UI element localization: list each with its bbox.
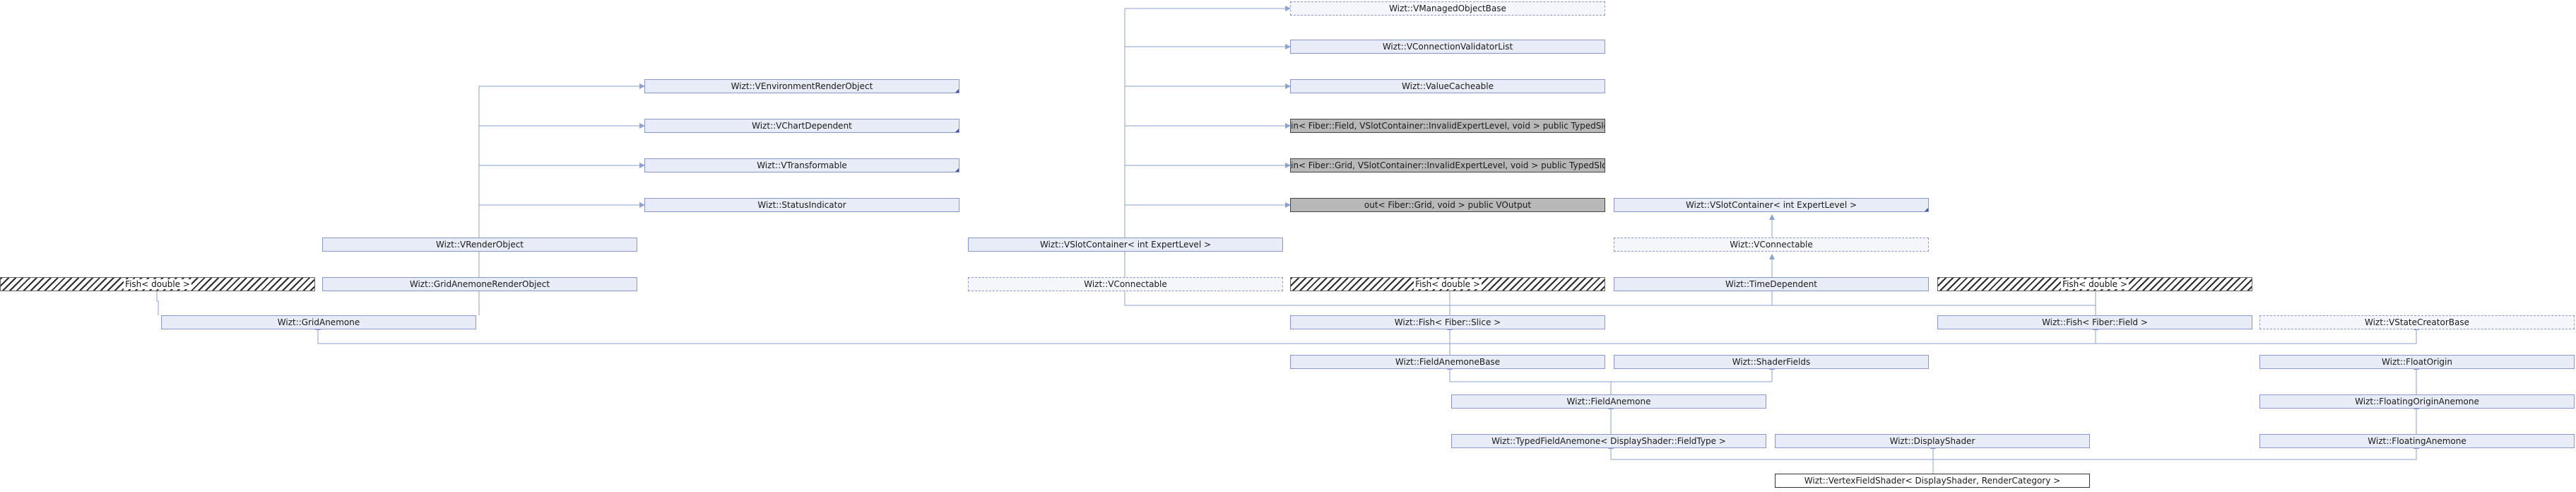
- edge-gridanemone-to-fish1: [154, 285, 160, 315]
- class-node-managedobjectbase[interactable]: Wizt::VManagedObjectBase: [1290, 1, 1605, 16]
- class-node-label: Wizt::TypedFieldAnemone< DisplayShader::…: [1491, 436, 1726, 446]
- class-node-shaderfields[interactable]: Wizt::ShaderFields: [1614, 355, 1929, 369]
- class-node-label: Wizt::Fish< Fiber::Field >: [2042, 317, 2148, 327]
- class-node-fish-double-3[interactable]: Fish< double >: [1937, 277, 2252, 291]
- class-node-label: Wizt::VConnectable: [1730, 240, 1813, 250]
- class-node-label: Wizt::GridAnemoneRenderObject: [409, 279, 550, 289]
- class-node-label: Wizt::VChartDependent: [752, 121, 852, 131]
- class-node-label: Wizt::GridAnemone: [277, 317, 360, 327]
- class-node-slotcontainer-left[interactable]: Wizt::VSlotContainer< int ExpertLevel >: [968, 238, 1283, 252]
- class-node-timedependent[interactable]: Wizt::TimeDependent: [1614, 277, 1929, 291]
- class-node-label: Fish< double >: [2061, 279, 2129, 289]
- class-node-gridanemonerenderobject[interactable]: Wizt::GridAnemoneRenderObject: [322, 277, 637, 291]
- edge-fieldanemone-to-shaderfields: [1611, 364, 1775, 382]
- truncated-corner-icon: [955, 89, 959, 93]
- class-node-label: Wizt::FieldAnemoneBase: [1395, 357, 1501, 367]
- class-node-label: in< Fiber::Field, VSlotContainer::Invali…: [1291, 121, 1605, 131]
- class-node-label: Wizt::ShaderFields: [1732, 357, 1811, 367]
- class-node-label: Wizt::VTransformable: [757, 160, 847, 170]
- class-node-statecreatorbase[interactable]: Wizt::VStateCreatorBase: [2259, 315, 2575, 329]
- class-node-label: Fish< double >: [1414, 279, 1482, 289]
- class-node-label: Wizt::StatusIndicator: [757, 200, 846, 210]
- edge-vfs-to-floatinganemone: [1933, 443, 2419, 460]
- class-node-label: Fish< double >: [124, 279, 191, 289]
- class-node-floatorigin[interactable]: Wizt::FloatOrigin: [2259, 355, 2575, 369]
- class-node-in-field-typedslot[interactable]: in< Fiber::Field, VSlotContainer::Invali…: [1290, 119, 1605, 133]
- class-node-label: Wizt::VConnectable: [1084, 279, 1167, 289]
- class-node-connectable-mid[interactable]: Wizt::VConnectable: [968, 277, 1283, 291]
- class-node-label: Wizt::FieldAnemone: [1566, 397, 1651, 406]
- class-node-label: Wizt::TimeDependent: [1725, 279, 1817, 289]
- class-node-label: Wizt::VSlotContainer< int ExpertLevel >: [1039, 240, 1212, 250]
- class-node-out-grid-voutput[interactable]: out< Fiber::Grid, void > public VOutput: [1290, 198, 1605, 212]
- truncated-corner-icon: [1925, 208, 1928, 211]
- truncated-corner-icon: [955, 129, 959, 132]
- class-node-transformable[interactable]: Wizt::VTransformable: [644, 158, 959, 172]
- class-node-label: Wizt::VertexFieldShader< DisplayShader, …: [1804, 476, 2061, 486]
- class-node-valuecacheable[interactable]: Wizt::ValueCacheable: [1290, 79, 1605, 93]
- class-node-slotcontainer-right[interactable]: Wizt::VSlotContainer< int ExpertLevel >: [1614, 198, 1929, 212]
- class-node-label: Wizt::VConnectionValidatorList: [1382, 42, 1513, 52]
- class-node-statusindicator[interactable]: Wizt::StatusIndicator: [644, 198, 959, 212]
- class-node-label: Wizt::FloatingAnemone: [2368, 436, 2466, 446]
- class-node-label: Wizt::VSlotContainer< int ExpertLevel >: [1685, 200, 1857, 210]
- edge-to-statecreatorbase: [2096, 324, 2419, 344]
- class-node-chartdependent[interactable]: Wizt::VChartDependent: [644, 119, 959, 133]
- class-node-fieldanemonebase[interactable]: Wizt::FieldAnemoneBase: [1290, 355, 1605, 369]
- class-node-fish-double-1[interactable]: Fish< double >: [0, 277, 315, 291]
- class-node-label: Wizt::Fish< Fiber::Slice >: [1394, 317, 1501, 327]
- edge-fishslice-to-connectable: [1122, 285, 1450, 306]
- class-node-label: Wizt::VEnvironmentRenderObject: [731, 81, 873, 91]
- truncated-corner-icon: [955, 168, 959, 172]
- edge-fab-to-gridanemone: [315, 324, 1450, 344]
- class-node-floatingoriginanemone[interactable]: Wizt::FloatingOriginAnemone: [2259, 394, 2575, 409]
- class-node-fish-double-2[interactable]: Fish< double >: [1290, 277, 1605, 291]
- class-node-in-grid-typedslot[interactable]: in< Fiber::Grid, VSlotContainer::Invalid…: [1290, 158, 1605, 172]
- class-node-label: Wizt::VManagedObjectBase: [1389, 4, 1506, 13]
- class-node-floatinganemone[interactable]: Wizt::FloatingAnemone: [2259, 434, 2575, 448]
- class-node-label: Wizt::VRenderObject: [435, 240, 524, 250]
- class-node-label: Wizt::VStateCreatorBase: [2365, 317, 2469, 327]
- class-node-gridanemone[interactable]: Wizt::GridAnemone: [161, 315, 476, 329]
- class-node-displayshader[interactable]: Wizt::DisplayShader: [1775, 434, 2090, 448]
- class-node-fieldanemone[interactable]: Wizt::FieldAnemone: [1451, 394, 1766, 409]
- edge-fieldanemone-to-fab: [1447, 364, 1612, 394]
- class-node-vertexfieldshader[interactable]: Wizt::VertexFieldShader< DisplayShader, …: [1775, 474, 2090, 488]
- class-node-connectable-right[interactable]: Wizt::VConnectable: [1614, 238, 1929, 252]
- class-node-environmentrenderobject[interactable]: Wizt::VEnvironmentRenderObject: [644, 79, 959, 93]
- class-node-label: Wizt::FloatingOriginAnemone: [2355, 397, 2479, 406]
- class-node-renderobject[interactable]: Wizt::VRenderObject: [322, 238, 637, 252]
- class-node-connectionvalidatorlist[interactable]: Wizt::VConnectionValidatorList: [1290, 40, 1605, 54]
- class-node-label: out< Fiber::Grid, void > public VOutput: [1364, 200, 1532, 210]
- class-node-label: Wizt::ValueCacheable: [1402, 81, 1494, 91]
- class-node-typedfieldanemone[interactable]: Wizt::TypedFieldAnemone< DisplayShader::…: [1451, 434, 1766, 448]
- class-node-fish-field[interactable]: Wizt::Fish< Fiber::Field >: [1937, 315, 2252, 329]
- class-node-fish-slice[interactable]: Wizt::Fish< Fiber::Slice >: [1290, 315, 1605, 329]
- class-node-label: Wizt::DisplayShader: [1889, 436, 1975, 446]
- class-node-label: Wizt::FloatOrigin: [2382, 357, 2452, 367]
- class-node-label: in< Fiber::Grid, VSlotContainer::Invalid…: [1291, 160, 1605, 170]
- edge-vfs-to-typed: [1608, 443, 1933, 460]
